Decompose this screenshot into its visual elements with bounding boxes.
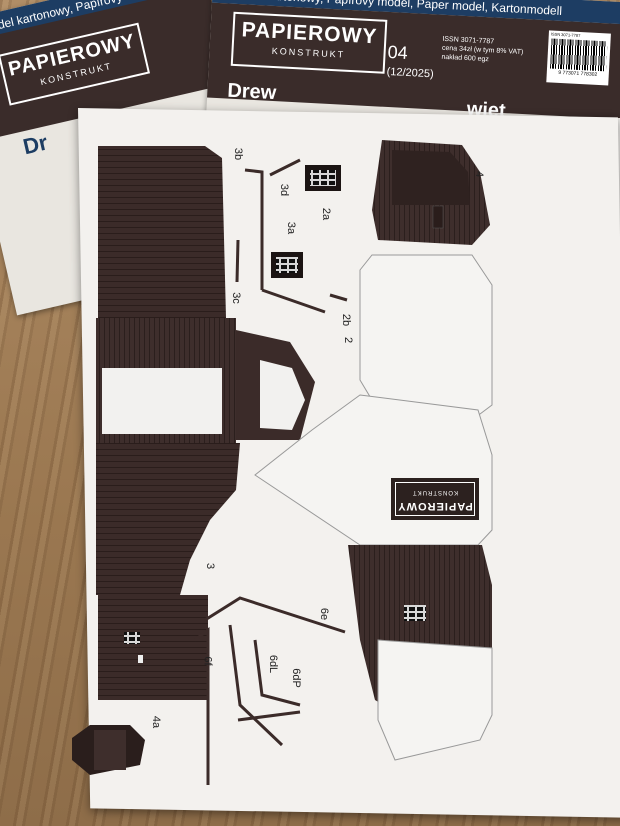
part-strips-top: [235, 158, 348, 314]
part-label: 4a: [150, 715, 163, 729]
window-panes: [276, 257, 298, 273]
stamp-title: PAPIEROWY: [397, 500, 473, 512]
part-label: 2a: [320, 207, 333, 221]
part-label: 2b: [340, 313, 353, 327]
part-strips-bottom: [194, 596, 346, 785]
part-label: 3: [204, 562, 217, 570]
part-wall-bottom-right: [348, 545, 493, 761]
part-label: 2: [342, 336, 355, 344]
stamp-sub: KONSTRUKT: [412, 489, 459, 495]
window-panes: [310, 170, 336, 186]
part-label: 6e: [318, 607, 331, 621]
part-roof-left: [96, 146, 315, 700]
part-label: 3b: [232, 147, 245, 161]
part-barrel-4a: [72, 725, 145, 775]
part-label: 6dP: [289, 668, 302, 688]
part-label: 6f: [201, 656, 214, 666]
part-label: 4: [473, 170, 486, 178]
part-wall-top-right: [372, 140, 490, 245]
part-label: 3a: [285, 221, 298, 235]
brand-stamp: PAPIEROWY KONSTRUKT: [391, 478, 479, 520]
part-label: 6dL: [267, 654, 280, 674]
part-label: 3c: [229, 292, 242, 304]
part-label: 3d: [278, 183, 291, 197]
